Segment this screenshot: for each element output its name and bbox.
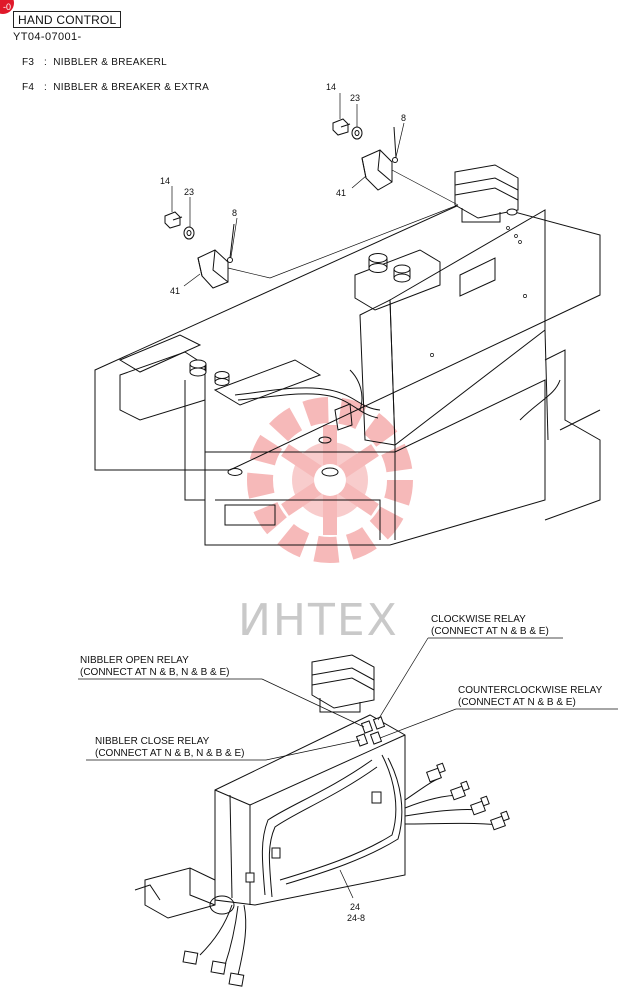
relay-block xyxy=(311,654,375,713)
variant-key: F3 xyxy=(22,57,35,68)
bolt-icon xyxy=(332,118,351,136)
part-number: 23 xyxy=(184,187,194,197)
connector-icon xyxy=(245,872,255,883)
plug-icon xyxy=(182,950,199,965)
part-number: 8 xyxy=(401,113,406,123)
bracket-icon xyxy=(361,149,393,191)
callout-title: COUNTERCLOCKWISE RELAY xyxy=(458,685,603,696)
washer-icon xyxy=(183,226,195,240)
part-number: 24 xyxy=(350,902,360,912)
plug-icon xyxy=(450,780,470,801)
callout-nibbler-open-relay: NIBBLER OPEN RELAY (CONNECT AT N & B, N … xyxy=(78,655,365,728)
callout-condition: (CONNECT AT N & B, N & B & E) xyxy=(95,748,244,759)
pin-icon xyxy=(227,257,233,263)
callout-title: NIBBLER OPEN RELAY xyxy=(80,655,189,666)
plug-icon xyxy=(210,960,227,975)
connector-icon xyxy=(371,791,382,804)
connector-icon xyxy=(271,847,281,859)
relay-connector xyxy=(355,716,386,747)
variant-key: F4 xyxy=(22,82,35,93)
callout-condition: (CONNECT AT N & B & E) xyxy=(458,697,576,708)
part-number: 14 xyxy=(326,82,336,92)
part-number: 41 xyxy=(170,286,180,296)
callout-title: NIBBLER CLOSE RELAY xyxy=(95,736,210,747)
terminal-post xyxy=(368,253,388,273)
watermark-logo xyxy=(247,397,413,563)
part-number: 23 xyxy=(350,93,360,103)
washer-icon xyxy=(351,126,363,140)
part-code: YT04-07001- xyxy=(13,31,82,43)
terminal-post xyxy=(214,371,230,386)
part-number: 14 xyxy=(160,176,170,186)
callout-clockwise-relay: CLOCKWISE RELAY (CONNECT AT N & B & E) xyxy=(377,614,563,721)
variant-f4: F4: NIBBLER & BREAKER & EXTRA xyxy=(22,82,210,93)
plug-icon xyxy=(490,810,510,831)
callout-condition: (CONNECT AT N & B, N & B & E) xyxy=(80,667,229,678)
harness-assembly: 24 24-8 xyxy=(134,654,510,987)
variant-label: NIBBLER & BREAKER & EXTRA xyxy=(53,82,210,93)
part-number: 41 xyxy=(336,188,346,198)
terminal-post xyxy=(393,264,411,283)
callout-condition: (CONNECT AT N & B & E) xyxy=(431,626,549,637)
part-number: 24-8 xyxy=(347,913,365,923)
plug-icon xyxy=(470,795,490,816)
relay-block xyxy=(454,164,519,223)
section-title: HAND CONTROL xyxy=(13,11,122,28)
part-number: 8 xyxy=(232,208,237,218)
bracket-icon xyxy=(197,249,229,289)
frame-assembly xyxy=(94,164,601,546)
callout-nibbler-close-relay: NIBBLER CLOSE RELAY (CONNECT AT N & B, N… xyxy=(86,736,361,761)
callout-title: CLOCKWISE RELAY xyxy=(431,614,526,625)
bracket-group-right: 14 23 8 41 xyxy=(326,82,459,206)
corner-badge: -0 xyxy=(0,0,14,14)
bolt-icon xyxy=(164,211,183,229)
plug-icon xyxy=(228,972,245,987)
plug-icon xyxy=(426,762,446,783)
pin-icon xyxy=(392,157,398,163)
terminal-post xyxy=(189,359,207,377)
bracket-group-left: 14 23 8 41 xyxy=(160,176,459,296)
variant-f3: F3: NIBBLER & BREAKERL xyxy=(22,57,168,68)
watermark-text: ИНТЕХ xyxy=(238,595,399,646)
callout-counterclockwise-relay: COUNTERCLOCKWISE RELAY (CONNECT AT N & B… xyxy=(379,685,618,739)
variant-label: NIBBLER & BREAKERL xyxy=(53,57,168,68)
